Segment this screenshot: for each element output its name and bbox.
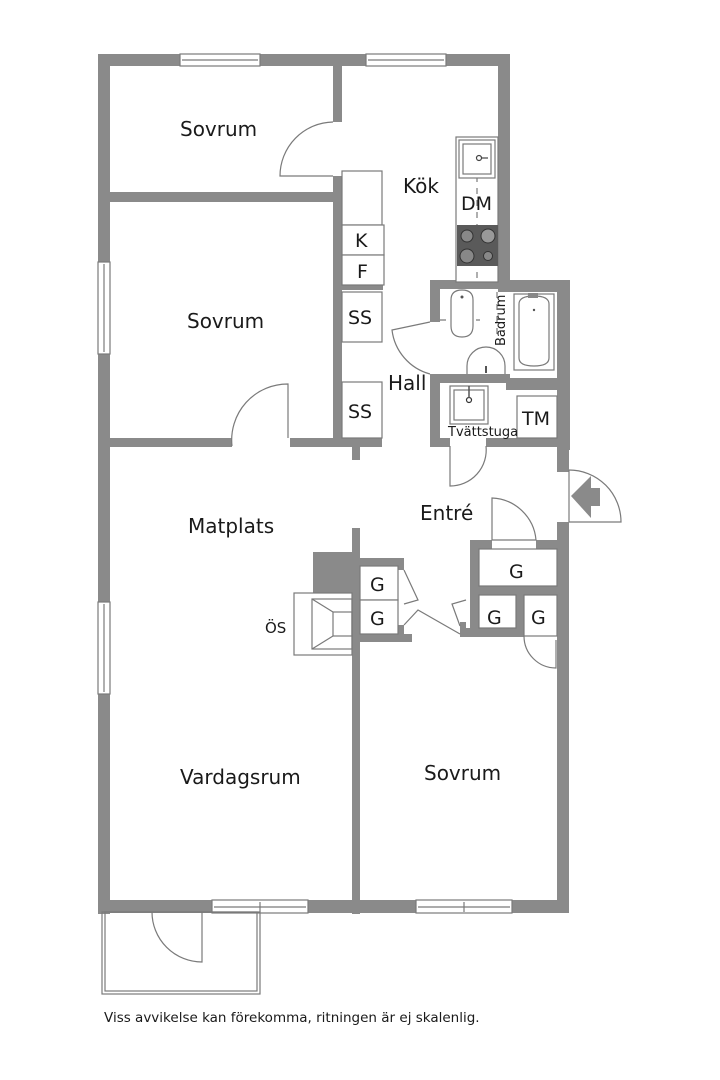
label-ss-1: SS [348, 307, 372, 329]
room-sovrum-bottom: Sovrum [424, 761, 501, 785]
label-kyl: K [355, 230, 368, 252]
room-hall: Hall [388, 371, 426, 395]
washbasin-icon [466, 346, 506, 374]
label-os: ÖS [265, 618, 286, 637]
doors [151, 121, 622, 963]
entry-arrow-icon [571, 476, 600, 518]
kitchen-counter [455, 136, 499, 283]
room-sovrum-mid: Sovrum [187, 309, 264, 333]
kitchen-cabinets-left [341, 170, 385, 439]
room-labels: Sovrum Sovrum Kök Hall Badrum Tvättstuga… [180, 117, 518, 789]
bathtub-icon [518, 295, 550, 367]
label-g-5: G [370, 608, 385, 630]
room-matplats: Matplats [188, 514, 274, 538]
fireplace [293, 592, 353, 656]
windows [97, 53, 513, 914]
closets [359, 548, 558, 637]
label-ss-2: SS [348, 401, 372, 423]
balcony [101, 911, 261, 995]
toilet-icon [450, 289, 474, 338]
label-g-1: G [509, 561, 524, 583]
label-g-2: G [487, 607, 502, 629]
room-vardagsrum: Vardagsrum [180, 765, 301, 789]
label-dm: DM [461, 193, 492, 215]
label-tm: TM [521, 408, 550, 430]
bathroom-fixtures [440, 289, 555, 374]
interior-walls [98, 54, 570, 914]
label-g-4: G [370, 574, 385, 596]
laundry-fixtures [449, 385, 558, 439]
room-badrum: Badrum [494, 295, 509, 346]
label-g-3: G [531, 607, 546, 629]
room-tvattstuga: Tvättstuga [447, 425, 518, 440]
disclaimer-text: Viss avvikelse kan förekomma, ritningen … [104, 1010, 480, 1026]
fixture-labels: K F SS SS DM TM G G G G G ÖS [265, 193, 550, 637]
room-kok: Kök [403, 174, 439, 198]
room-entre: Entré [420, 501, 473, 525]
room-sovrum-top: Sovrum [180, 117, 257, 141]
label-frys: F [357, 261, 368, 283]
